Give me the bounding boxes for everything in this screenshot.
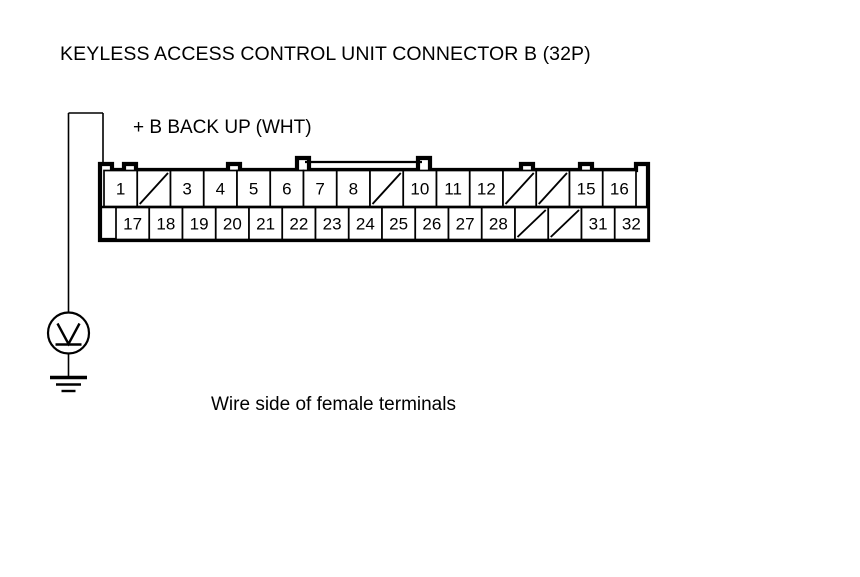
pin-cell-outline: [335, 169, 371, 208]
connector-pin-17[interactable]: 17: [115, 206, 151, 241]
pin-cell-outline: [568, 169, 604, 208]
connector-blank-cell[interactable]: [369, 169, 405, 208]
pin-number-label: 19: [190, 215, 209, 234]
connector-pin-18[interactable]: 18: [148, 206, 184, 241]
pin-number-label: 11: [444, 180, 462, 199]
connector-pin-6[interactable]: 6: [269, 169, 305, 208]
pin-number-label: 5: [249, 180, 258, 199]
pin-number-label: 6: [282, 180, 291, 199]
connector-pin-21[interactable]: 21: [248, 206, 284, 241]
connector-pin-24[interactable]: 24: [347, 206, 383, 241]
connector-pin-5[interactable]: 5: [236, 169, 272, 208]
pin-number-label: 27: [456, 215, 475, 234]
pin-number-label: 31: [589, 215, 608, 234]
unused-pin-slash-icon: [371, 172, 402, 205]
connector-blank-cell[interactable]: [514, 206, 550, 241]
pin-cell-outline: [103, 169, 139, 208]
connector-blank-cell[interactable]: [502, 169, 538, 208]
pin-number-label: 25: [389, 215, 408, 234]
connector-pin-26[interactable]: 26: [414, 206, 450, 241]
voltmeter-symbol: [46, 311, 91, 355]
connector-pin-16[interactable]: 16: [601, 169, 637, 208]
connector-blank-cell[interactable]: [136, 169, 172, 208]
unused-pin-slash-icon: [139, 172, 169, 205]
connector-top-row: 1 3 4 5 6 7 8 10 11 12 15 16: [103, 169, 637, 208]
pin-number-label: 15: [577, 180, 596, 199]
connector-pin-7[interactable]: 7: [302, 169, 338, 208]
wire-label-b-back-up: + B BACK UP (WHT): [133, 117, 312, 138]
connector-pin-3[interactable]: 3: [169, 169, 205, 208]
pin-cell-outline: [580, 206, 616, 241]
connector-pin-12[interactable]: 12: [468, 169, 504, 208]
pin-number-label: 20: [223, 215, 242, 234]
connector-pin-32[interactable]: 32: [613, 206, 649, 241]
pin-number-label: 18: [156, 215, 175, 234]
diagram-caption: Wire side of female terminals: [211, 394, 456, 415]
connector-pin-28[interactable]: 28: [480, 206, 516, 241]
pin-number-label: 22: [289, 215, 308, 234]
pin-cell-outline: [381, 206, 417, 241]
pin-cell-outline: [202, 169, 238, 208]
pin-number-label: 1: [116, 180, 125, 199]
pin-cell-outline: [269, 169, 305, 208]
pin-number-label: 24: [356, 215, 375, 234]
pin-cell-outline: [248, 206, 284, 241]
connector-pin-10[interactable]: 10: [402, 169, 438, 208]
pin-cell-outline: [414, 206, 450, 241]
unused-pin-slash-icon: [538, 172, 568, 205]
pin-number-label: 8: [349, 180, 358, 199]
connector-pin-27[interactable]: 27: [447, 206, 483, 241]
connector-pin-1[interactable]: 1: [103, 169, 139, 208]
connector-blank-cell[interactable]: [535, 169, 571, 208]
connector-pin-25[interactable]: 25: [381, 206, 417, 241]
connector-pin-11[interactable]: 11: [435, 169, 471, 208]
page-title: KEYLESS ACCESS CONTROL UNIT CONNECTOR B …: [60, 43, 591, 65]
pin-cell-outline: [347, 206, 383, 241]
connector-pin-20[interactable]: 20: [214, 206, 250, 241]
pin-number-label: 16: [610, 180, 629, 199]
pin-cell-outline: [480, 206, 516, 241]
pin-number-label: 23: [323, 215, 342, 234]
pin-cell-outline: [601, 169, 637, 208]
pin-number-label: 12: [477, 180, 496, 199]
connector-bottom-row: 17 18 19 20 21 22 23 24 25 26 27 28 31 32: [115, 206, 649, 241]
connector-pin-4[interactable]: 4: [202, 169, 238, 208]
pin-number-label: 4: [216, 180, 225, 199]
connector-pin-8[interactable]: 8: [335, 169, 371, 208]
pin-number-label: 28: [489, 215, 508, 234]
pin-number-label: 32: [622, 215, 641, 234]
connector-pin-15[interactable]: 15: [568, 169, 604, 208]
pin-cell-outline: [447, 206, 483, 241]
pin-number-label: 7: [315, 180, 324, 199]
connector-pin-22[interactable]: 22: [281, 206, 317, 241]
pin-cell-outline: [281, 206, 317, 241]
connector-blank-cell[interactable]: [547, 206, 583, 241]
unused-pin-slash-icon: [516, 209, 547, 238]
unused-pin-slash-icon: [550, 209, 580, 238]
pin-number-label: 17: [123, 215, 142, 234]
pin-number-label: 3: [182, 180, 191, 199]
connector-pin-19[interactable]: 19: [181, 206, 217, 241]
pin-number-label: 10: [410, 180, 429, 199]
pin-number-label: 21: [256, 215, 275, 234]
connector-pin-23[interactable]: 23: [314, 206, 350, 241]
ground-symbol: [50, 375, 87, 393]
connector-pin-31[interactable]: 31: [580, 206, 616, 241]
pin-cell-outline: [402, 169, 438, 208]
test-lead-wire: [67, 112, 104, 313]
pin-cell-outline: [435, 169, 471, 208]
unused-pin-slash-icon: [504, 172, 535, 205]
pin-cell-outline: [169, 169, 205, 208]
pin-number-label: 26: [422, 215, 441, 234]
pin-cell-outline: [613, 206, 649, 241]
